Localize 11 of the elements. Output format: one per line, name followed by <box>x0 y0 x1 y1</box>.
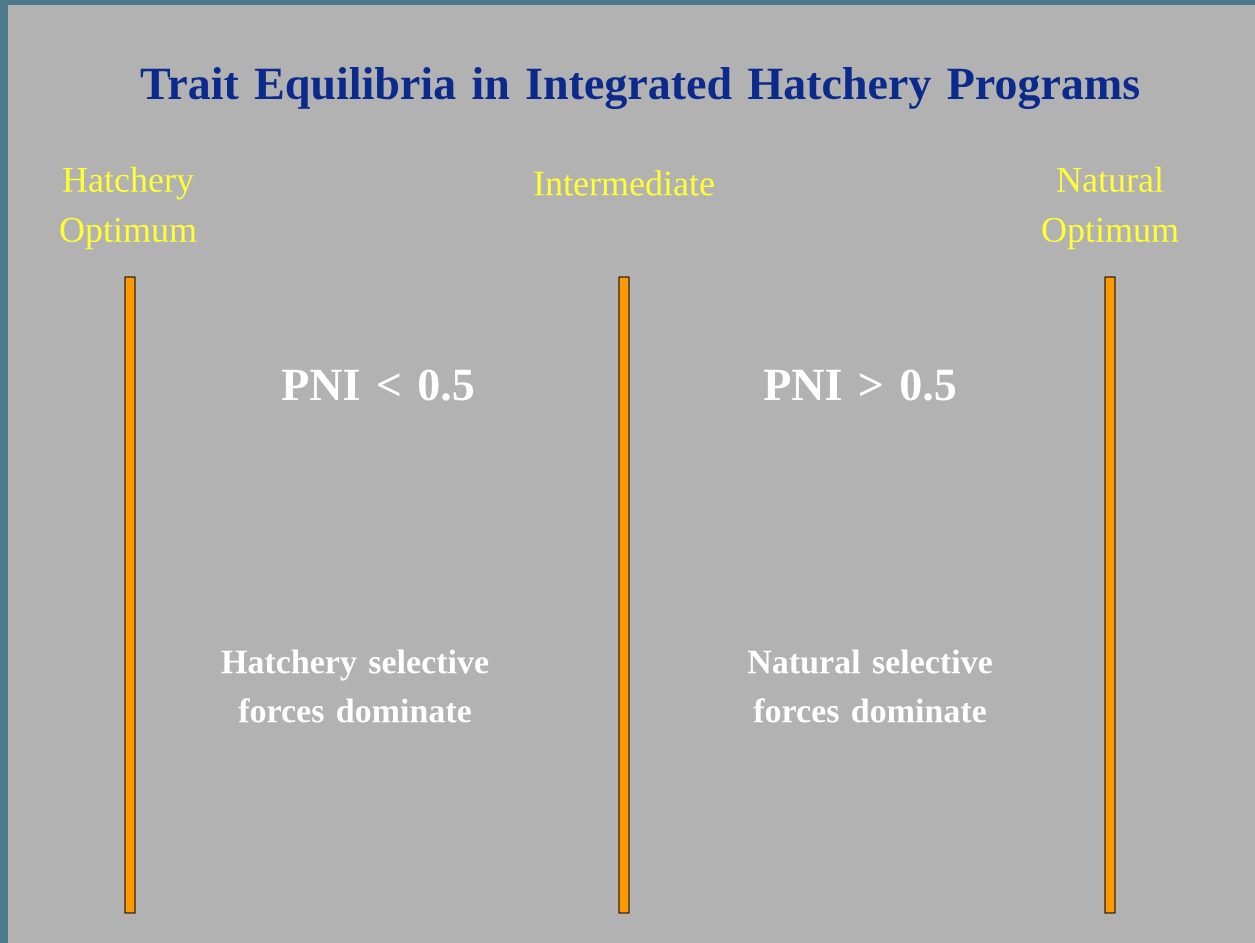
optimum-bar: Intermediate <box>534 170 714 914</box>
optimum-bar: Natural Optimum <box>1042 166 1179 914</box>
title: Trait Equilibria in Integrated Hatchery Programs <box>140 66 1139 110</box>
pni-label: PNI > 0.5 <box>764 369 956 401</box>
region-label: Hatchery selective forces dominate <box>221 649 489 723</box>
node-label: Intermediate <box>534 170 714 196</box>
node-label: Natural Optimum <box>1042 166 1179 250</box>
node-label: Hatchery Optimum <box>60 166 197 250</box>
region-label: Natural selective forces dominate <box>747 649 992 723</box>
optimum-bar: Hatchery Optimum <box>60 166 197 914</box>
pni-label: PNI < 0.5 <box>282 369 474 401</box>
